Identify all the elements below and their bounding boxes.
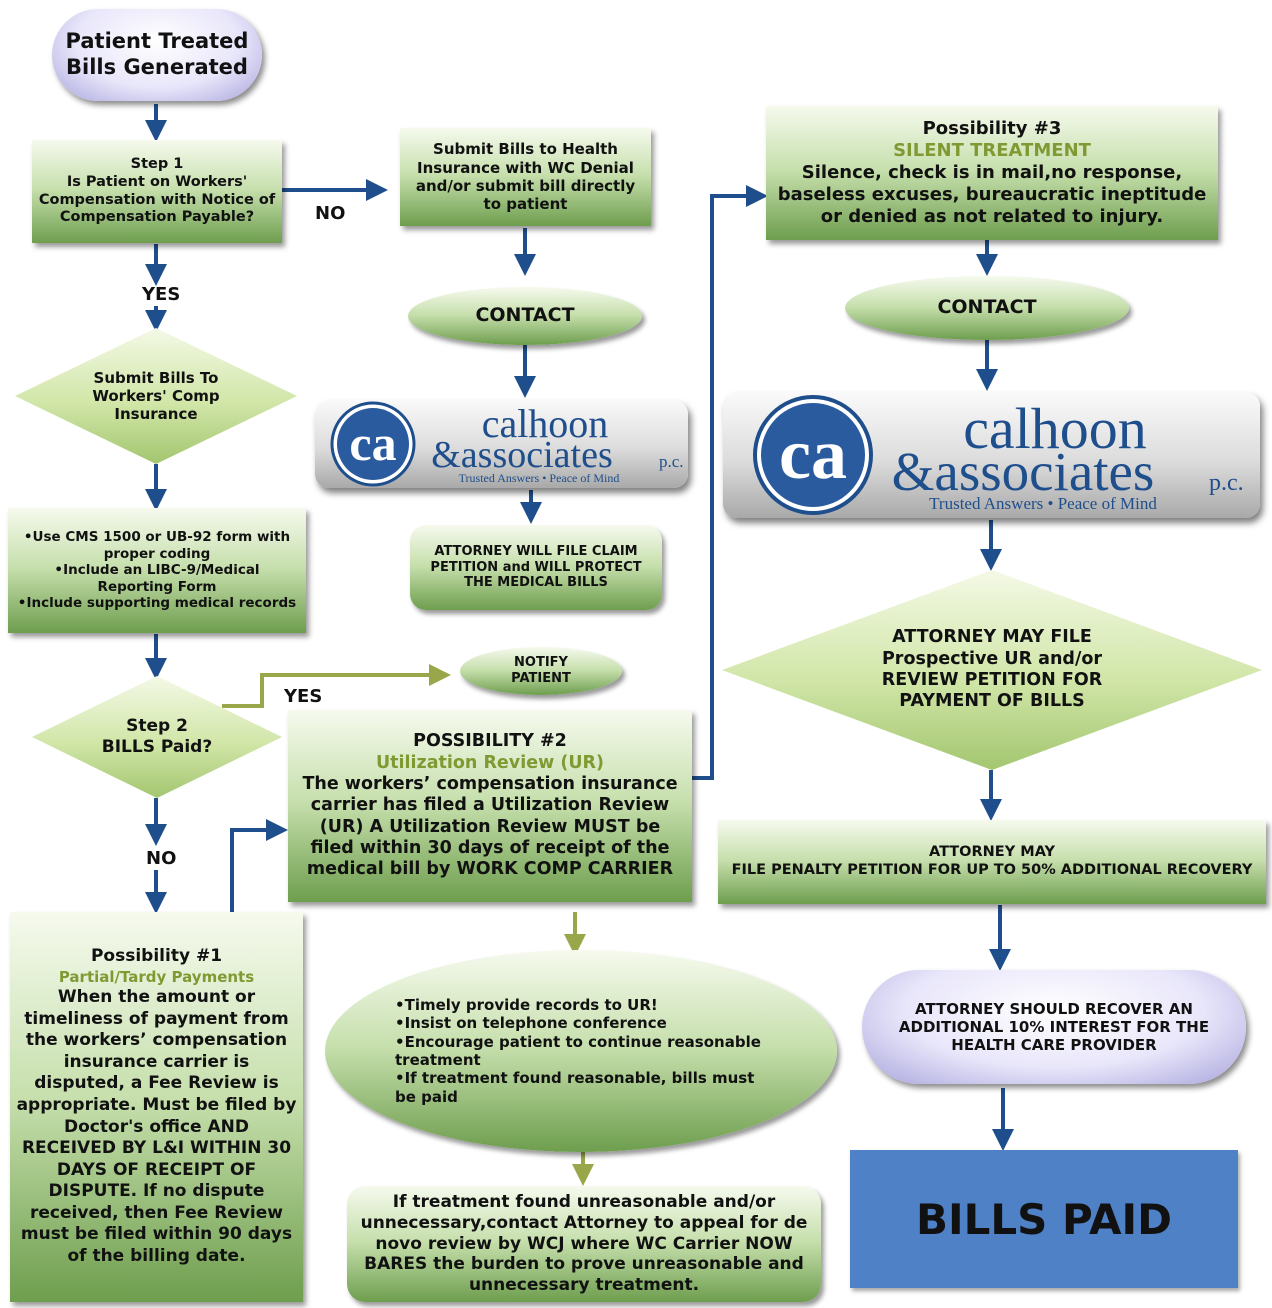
logo-right-tagline: Trusted Answers • Peace of Mind [929, 494, 1157, 513]
no-label-top: NO [315, 203, 346, 224]
step1-box: Step 1 Is Patient on Workers' Compensati… [32, 140, 282, 243]
attorney-claim-text: ATTORNEY WILL FILE CLAIM PETITION and WI… [430, 543, 642, 591]
possibility2-body: The workers’ compensation insurance carr… [302, 773, 678, 880]
submit-wc-text: Submit Bills To Workers' Comp Insurance [92, 368, 220, 424]
possibility1-title: Possibility #1 [90, 946, 223, 967]
interest-node: ATTORNEY SHOULD RECOVER AN ADDITIONAL 10… [862, 970, 1246, 1084]
health-insurance-text: Submit Bills to Health Insurance with WC… [415, 140, 636, 214]
calhoon-logo-right: ca calhoon &associates p.c. Trusted Answ… [723, 392, 1260, 518]
possibility2-title: POSSIBILITY #2 [413, 731, 567, 752]
ur-action-item: Insist on telephone conference [395, 1014, 767, 1032]
step2-heading: Step 2 [126, 716, 188, 737]
arrow-step2-notify [222, 664, 451, 708]
start-line1: Patient Treated [65, 29, 249, 54]
calhoon-logo-mid: ca calhoon &associates p.c. Trusted Answ… [315, 400, 688, 488]
contact-mid-node: CONTACT [408, 287, 642, 345]
logo-right-line1: calhoon [963, 396, 1147, 461]
possibility3-subtitle: SILENT TREATMENT [893, 140, 1091, 162]
arrow-poss1-poss2 [230, 819, 288, 912]
logo-mid-tagline: Trusted Answers • Peace of Mind [459, 471, 620, 485]
unreasonable-text: If treatment found unreasonable and/or u… [360, 1192, 808, 1296]
interest-text: ATTORNEY SHOULD RECOVER AN ADDITIONAL 10… [898, 999, 1210, 1055]
contact-right-node: CONTACT [845, 276, 1129, 340]
penalty-box: ATTORNEY MAY FILE PENALTY PETITION FOR U… [718, 820, 1266, 904]
notify-patient-text: NOTIFY PATIENT [511, 655, 571, 686]
step2-question: BILLS Paid? [101, 737, 213, 757]
possibility2-subtitle: Utilization Review (UR) [375, 752, 605, 773]
possibility1-box: Possibility #1 Partial/Tardy Payments Wh… [10, 912, 303, 1302]
yes-label-step2: YES [284, 686, 323, 707]
attorney-ur-text: ATTORNEY MAY FILE Prospective UR and/or … [881, 627, 1103, 712]
start-line2: Bills Generated [66, 55, 248, 79]
no-label-step2: NO [146, 848, 177, 869]
possibility3-box: Possibility #3 SILENT TREATMENT Silence,… [766, 106, 1218, 240]
penalty-line1: ATTORNEY MAY [928, 844, 1056, 861]
logo-right-suffix: p.c. [1209, 470, 1244, 496]
forms-item: Include supporting medical records [16, 595, 298, 611]
forms-item: Use CMS 1500 or UB-92 form with proper c… [16, 529, 298, 562]
possibility2-box: POSSIBILITY #2 Utilization Review (UR) T… [288, 710, 692, 902]
ur-action-item: Encourage patient to continue reasonable… [395, 1033, 767, 1070]
unreasonable-box: If treatment found unreasonable and/or u… [347, 1186, 821, 1302]
forms-item: Include an LIBC-9/Medical Reporting Form [16, 562, 298, 595]
ur-actions-list: Timely provide records to UR! Insist on … [395, 996, 767, 1106]
health-insurance-box: Submit Bills to Health Insurance with WC… [400, 128, 651, 226]
bills-paid-text: BILLS PAID [916, 1194, 1172, 1244]
arrow-poss2-poss3 [692, 185, 768, 780]
ur-action-item: Timely provide records to UR! [395, 996, 767, 1014]
possibility1-body: When the amount or timeliness of payment… [16, 987, 297, 1266]
start-node: Patient Treated Bills Generated [52, 9, 262, 101]
ur-action-item: If treatment found reasonable, bills mus… [395, 1069, 767, 1106]
attorney-claim-box: ATTORNEY WILL FILE CLAIM PETITION and WI… [410, 525, 662, 610]
logo-mid-suffix: p.c. [659, 452, 684, 471]
logo-mid-initials: ca [349, 415, 396, 471]
possibility3-body: Silence, check is in mail,no response, b… [777, 162, 1207, 227]
logo-right-initials: ca [779, 414, 847, 494]
logo-mid-line2: &associates [431, 434, 613, 476]
forms-list: Use CMS 1500 or UB-92 form with proper c… [16, 529, 298, 611]
yes-label-step1: YES [142, 284, 181, 305]
logo-mid-line1: calhoon [482, 401, 609, 446]
logo-right-line2: &associates [892, 441, 1155, 502]
ur-actions-ellipse: Timely provide records to UR! Insist on … [325, 950, 837, 1152]
bills-paid-box: BILLS PAID [850, 1150, 1238, 1288]
forms-box: Use CMS 1500 or UB-92 form with proper c… [8, 508, 306, 633]
step1-question: Is Patient on Workers' Compensation with… [38, 173, 276, 226]
contact-mid-text: CONTACT [475, 304, 575, 327]
penalty-line2: FILE PENALTY PETITION FOR UP TO 50% ADDI… [731, 862, 1253, 878]
notify-patient-node: NOTIFY PATIENT [460, 647, 622, 695]
contact-right-text: CONTACT [937, 296, 1037, 319]
possibility1-subtitle: Partial/Tardy Payments [58, 968, 255, 986]
step1-heading: Step 1 [130, 156, 184, 173]
possibility3-title: Possibility #3 [922, 118, 1062, 140]
